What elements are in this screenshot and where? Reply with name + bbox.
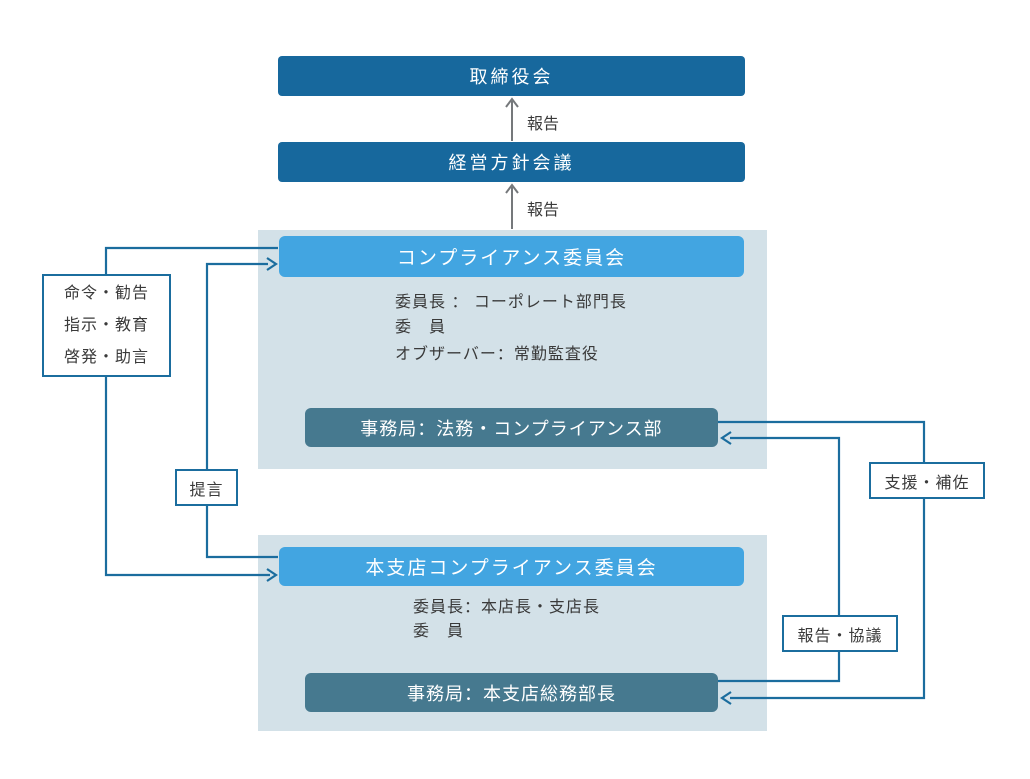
report-label-top: 報告 [527, 116, 560, 133]
upper-committee-members: 委 員 [395, 319, 447, 336]
directive-label-line3: 啓発・助言 [63, 348, 149, 366]
upper-committee-chair: 委員長 ： コーポレート部門長 [395, 294, 627, 311]
compliance-committee-box: コンプライアンス委員会 [279, 236, 744, 277]
upper-secretariat-box: 事務局：法務・コンプライアンス部 [305, 408, 718, 447]
proposal-label-box: 提言 [175, 469, 238, 506]
report-label-middle: 報告 [527, 202, 560, 219]
directive-label-line1: 命令・勧告 [63, 284, 149, 302]
upper-committee-observer: オブザーバー：常勤監査役 [395, 346, 599, 363]
lower-committee-chair: 委員長：本店長・支店長 [413, 599, 601, 616]
directive-label-box: 命令・勧告 指示・教育 啓発・助言 [42, 274, 171, 377]
branch-compliance-committee-box: 本支店コンプライアンス委員会 [279, 547, 744, 586]
board-of-directors-box: 取締役会 [278, 56, 745, 96]
lower-committee-members: 委 員 [413, 623, 465, 640]
report-arrowhead-top [505, 97, 519, 108]
management-policy-meeting-box: 経営方針会議 [278, 142, 745, 182]
report-arrowhead-middle [505, 183, 519, 194]
report-consult-label-box: 報告・協議 [782, 615, 898, 652]
lower-secretariat-box: 事務局：本支店総務部長 [305, 673, 718, 712]
support-label-box: 支援・補佐 [869, 462, 985, 499]
directive-label-line2: 指示・教育 [63, 316, 149, 334]
